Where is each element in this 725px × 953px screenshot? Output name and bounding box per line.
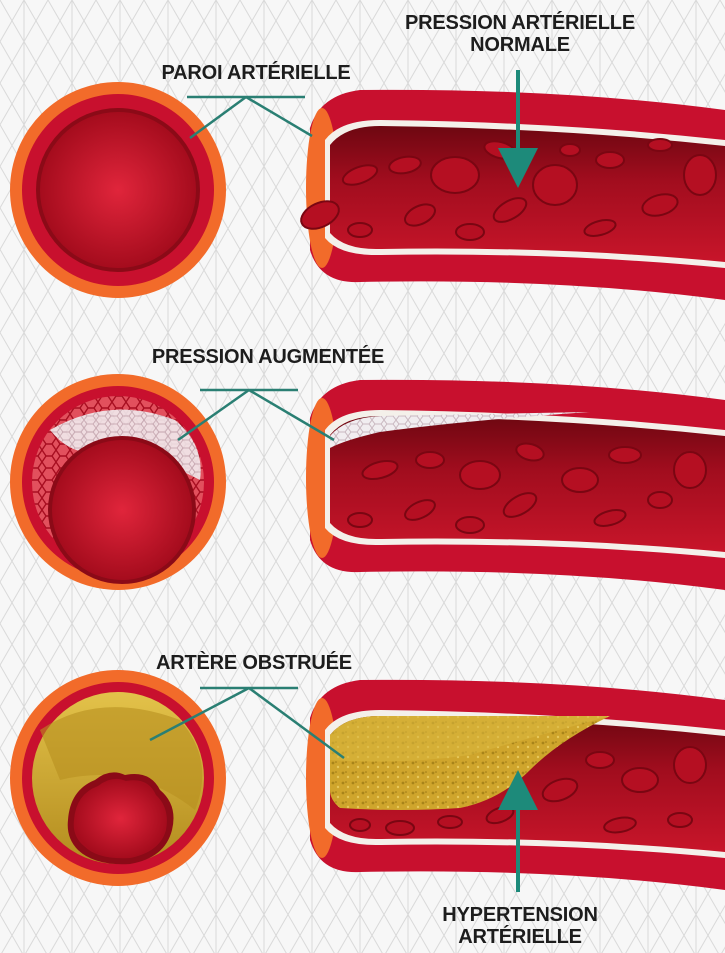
label-blocked-artery: ARTÈRE OBSTRUÉE [124,652,384,674]
cross-section-blocked [10,670,226,886]
artery-blocked [306,680,725,890]
artery-normal [297,90,725,300]
label-hypertension-line2: ARTÉRIELLE [400,926,640,948]
artery-increased [306,380,725,590]
cross-section-increased [10,374,226,590]
cross-section-normal [10,82,226,298]
label-normal-pressure-line2: NORMALE [380,34,660,56]
label-normal-pressure-line1: PRESSION ARTÉRIELLE [380,12,660,34]
label-increased-pressure: PRESSION AUGMENTÉE [118,346,418,368]
label-hypertension-line1: HYPERTENSION [400,904,640,926]
label-arterial-wall: PAROI ARTÉRIELLE [146,62,366,84]
